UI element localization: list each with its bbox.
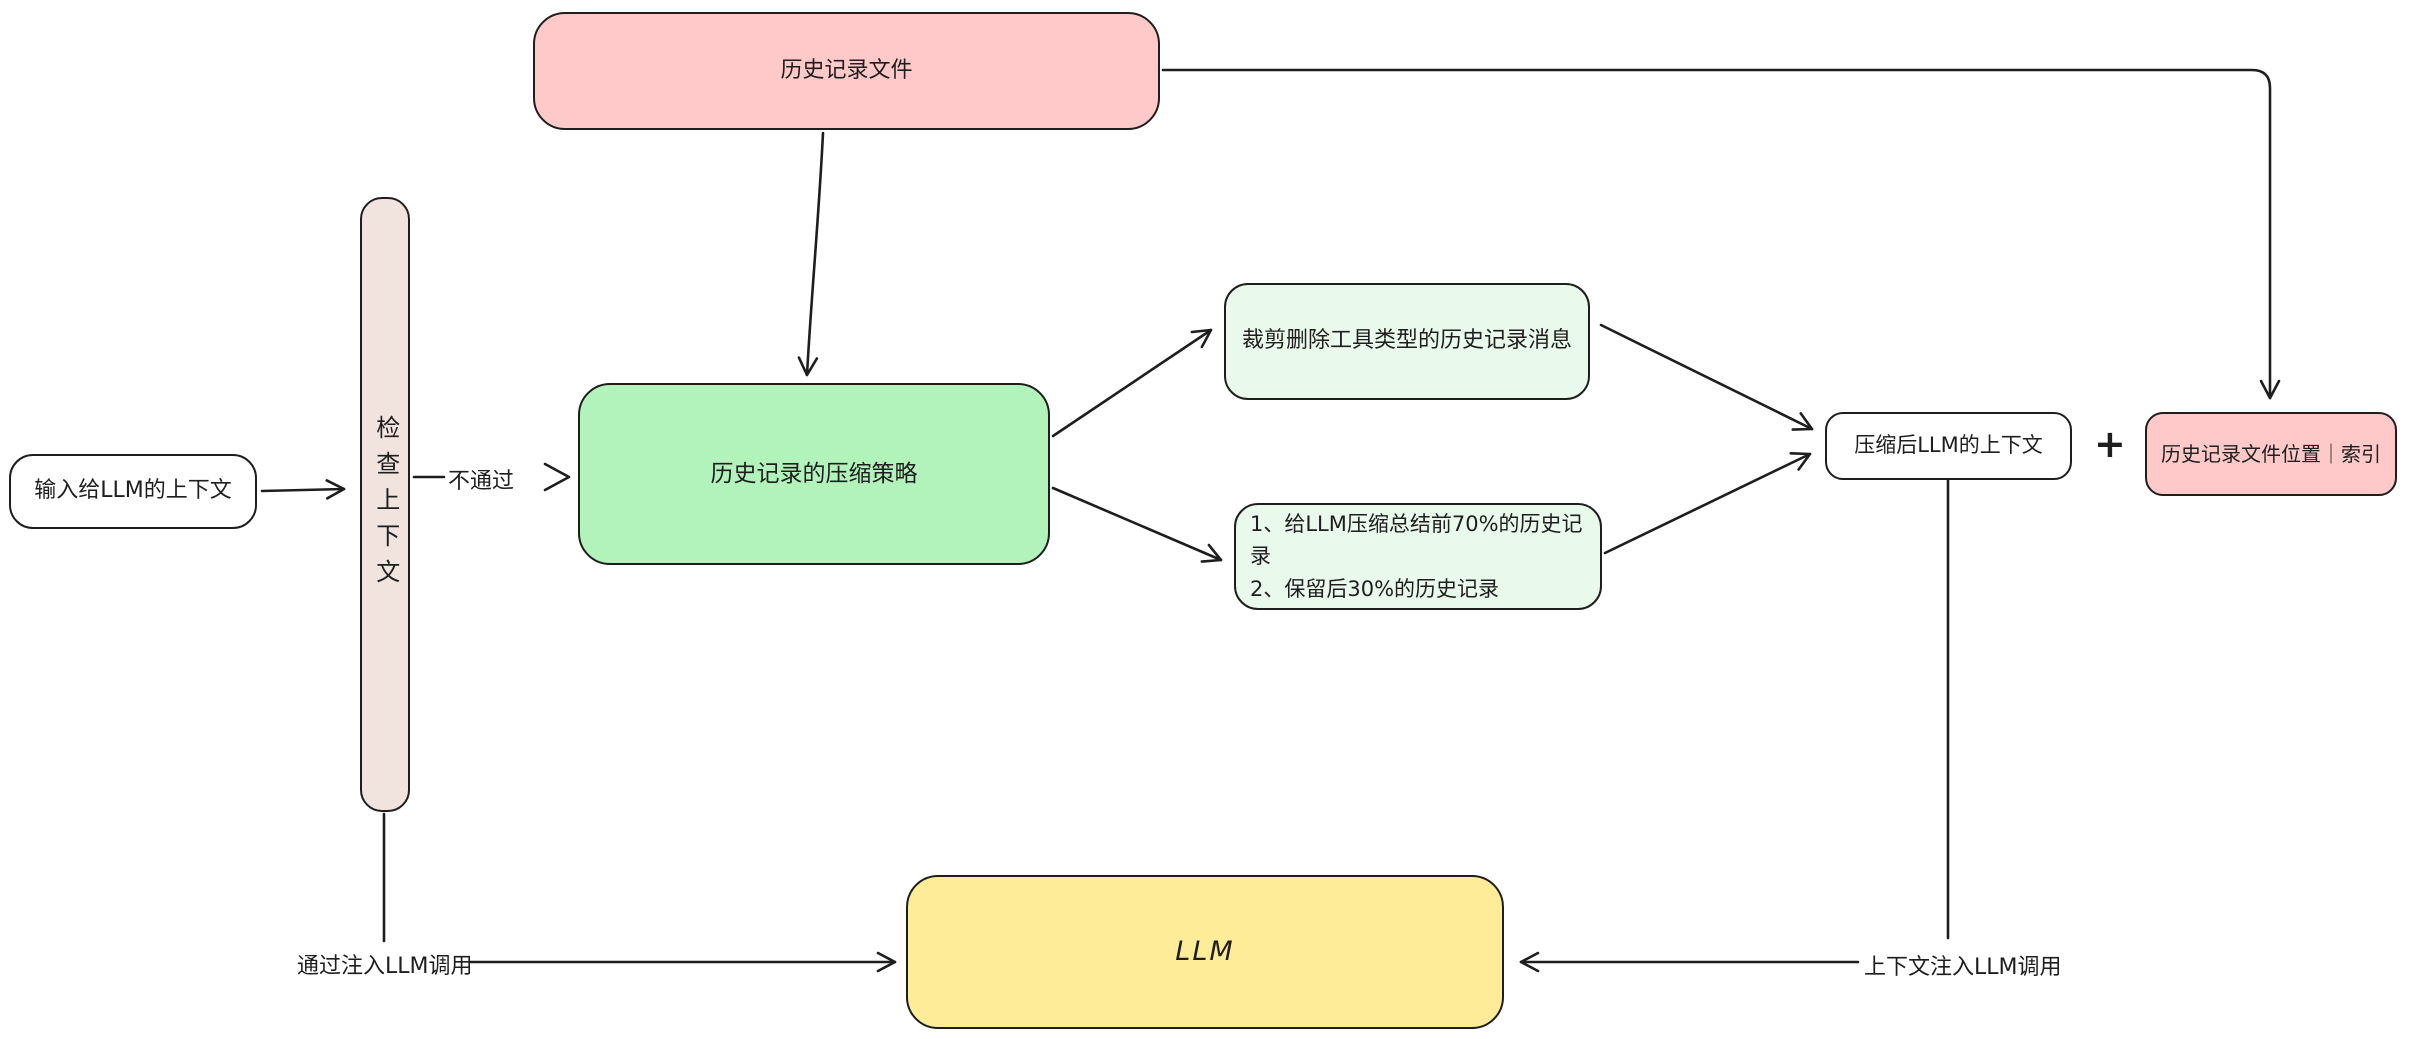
- edge-historyfile-to-strategy: [797, 131, 825, 377]
- node-trim-tool-messages-label: 裁剪删除工具类型的历史记录消息: [1241, 328, 1572, 354]
- node-history-file-label: 历史记录文件: [780, 57, 913, 83]
- edge-label-pass-inject: 通过注入LLM调用: [297, 954, 473, 979]
- node-compression-strategy: 历史记录的压缩策略: [578, 383, 1050, 565]
- node-llm: LLM: [906, 875, 1504, 1029]
- edge-label-fail: 不通过: [448, 469, 515, 494]
- edge-strategy-to-summarize: [1051, 486, 1223, 563]
- plus-sign: +: [2094, 422, 2126, 466]
- node-summarize-rules-line1: 1、给LLM压缩总结前70%的历史记录: [1250, 511, 1583, 569]
- edge-strategy-to-trim: [1051, 328, 1213, 438]
- node-summarize-rules-line2: 2、保留后30%的历史记录: [1250, 576, 1500, 601]
- node-llm-label: LLM: [1175, 936, 1235, 968]
- node-input-context-label: 输入给LLM的上下文: [34, 478, 232, 504]
- edge-fail-arrowhead: [543, 462, 571, 492]
- node-compression-strategy-label: 历史记录的压缩策略: [710, 460, 918, 487]
- node-file-location-index: 历史记录文件位置｜索引: [2145, 412, 2397, 496]
- node-check-context-label: 检查上下文: [371, 414, 400, 595]
- node-history-file: 历史记录文件: [533, 12, 1160, 130]
- edge-label-context-inject: 上下文注入LLM调用: [1864, 955, 2062, 980]
- node-file-location-index-label: 历史记录文件位置｜索引: [2161, 442, 2381, 466]
- edge-trim-to-compressed: [1599, 323, 1814, 431]
- node-summarize-rules: 1、给LLM压缩总结前70%的历史记录 2、保留后30%的历史记录: [1234, 503, 1602, 610]
- node-input-context: 输入给LLM的上下文: [9, 454, 257, 529]
- edge-input-to-check: [260, 479, 346, 500]
- node-compressed-context: 压缩后LLM的上下文: [1825, 412, 2072, 480]
- node-compressed-context-label: 压缩后LLM的上下文: [1854, 433, 2043, 458]
- edge-summarize-to-compressed: [1603, 451, 1812, 555]
- node-check-context: 检查上下文: [360, 197, 410, 812]
- node-trim-tool-messages: 裁剪删除工具类型的历史记录消息: [1224, 283, 1590, 400]
